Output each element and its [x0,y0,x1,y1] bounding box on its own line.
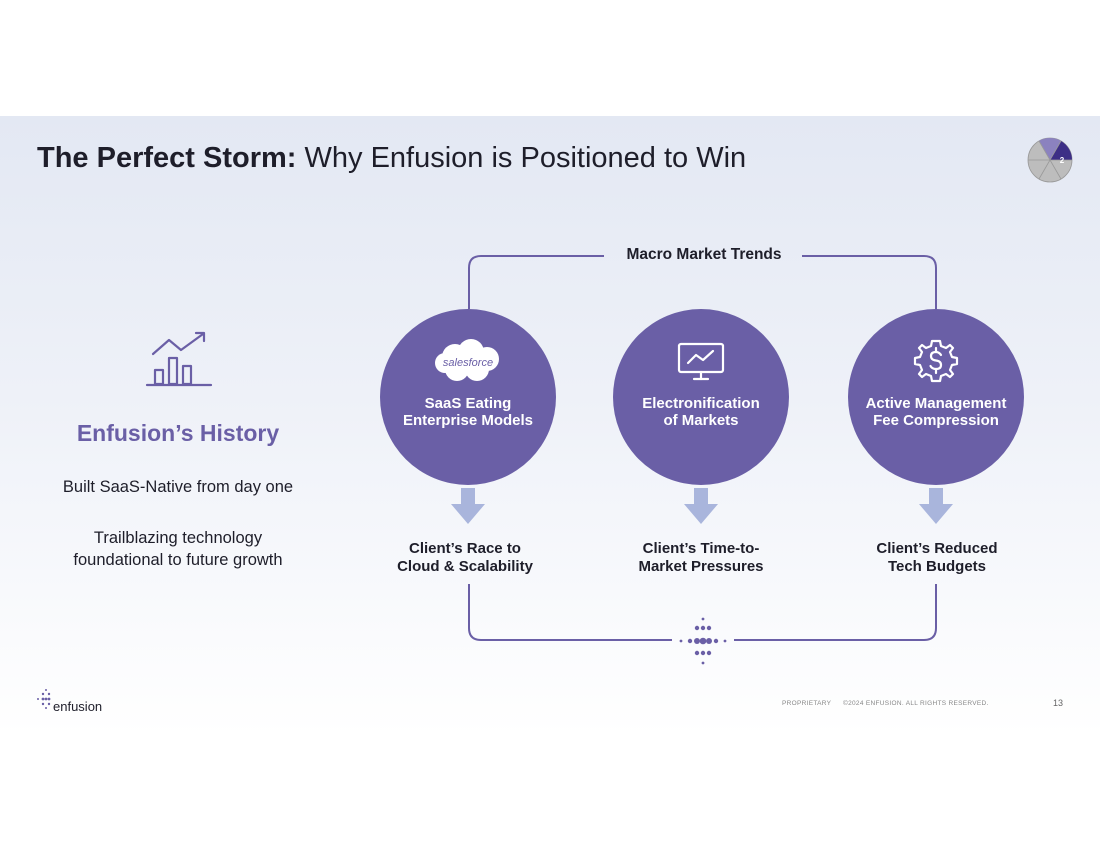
section-badge: 2 [1060,156,1065,165]
footer-logo-text: enfusion [53,699,103,714]
impact-line1: Client’s Race to [409,540,521,557]
down-arrow-icon [684,488,718,524]
trend-circle-electronification: Electronification of Markets [613,309,789,485]
history-line-2a: Trailblazing technology [93,529,263,547]
history-line-2b: foundational to future growth [73,551,283,569]
impact-label-time: Client’s Time-to- Market Pressures [606,540,796,576]
trend-label-line2: Enterprise Models [402,412,534,429]
enfusion-mark-icon [679,617,727,665]
trend-label-line1: Electronification [642,395,760,412]
salesforce-cloud-icon: salesforce [435,339,499,381]
history-title: Enfusion’s History [76,420,280,446]
trend-circle-saas: salesforce SaaS Eating Enterprise Models [380,309,556,485]
footer-copyright: ©2024 ENFUSION. ALL RIGHTS RESERVED. [843,700,989,707]
dollar-gear-icon [913,339,959,383]
trend-label-line1: Active Management [865,395,1007,412]
enfusion-logo-icon [37,689,51,709]
down-arrow-icon [919,488,953,524]
trend-label-line2: Fee Compression [873,412,999,429]
impact-line1: Client’s Reduced [876,540,998,557]
history-line-1: Built SaaS-Native from day one [62,478,294,496]
connector-lines [468,255,937,641]
impact-line1: Client’s Time-to- [642,540,760,557]
slide: The Perfect Storm: Why Enfusion is Posit… [0,116,1100,736]
macro-trends-label: Macro Market Trends [626,246,782,263]
impact-line2: Cloud & Scalability [397,558,533,575]
page-title: The Perfect Storm: Why Enfusion is Posit… [37,142,746,175]
trend-label-saas: SaaS Eating Enterprise Models [380,395,556,429]
trend-label-electronification: Electronification of Markets [613,395,789,429]
trend-label-line1: SaaS Eating [424,395,512,412]
section-pie-icon: 2 [1027,137,1073,183]
impact-line2: Market Pressures [638,558,764,575]
growth-chart-icon [145,331,213,387]
down-arrow-icon [451,488,485,524]
impact-label-budgets: Client’s Reduced Tech Budgets [842,540,1032,576]
trend-label-fee: Active Management Fee Compression [848,395,1024,429]
impact-line2: Tech Budgets [887,558,987,575]
monitor-chart-icon [677,342,725,381]
trend-circle-fee: Active Management Fee Compression [848,309,1024,485]
impact-label-cloud: Client’s Race to Cloud & Scalability [370,540,560,576]
title-bold: The Perfect Storm: [37,142,297,174]
title-rest: Why Enfusion is Positioned to Win [296,142,747,174]
page-number: 13 [1053,698,1064,708]
salesforce-text: salesforce [443,357,493,369]
footer-proprietary: PROPRIETARY [782,700,832,707]
trend-label-line2: of Markets [663,412,739,429]
